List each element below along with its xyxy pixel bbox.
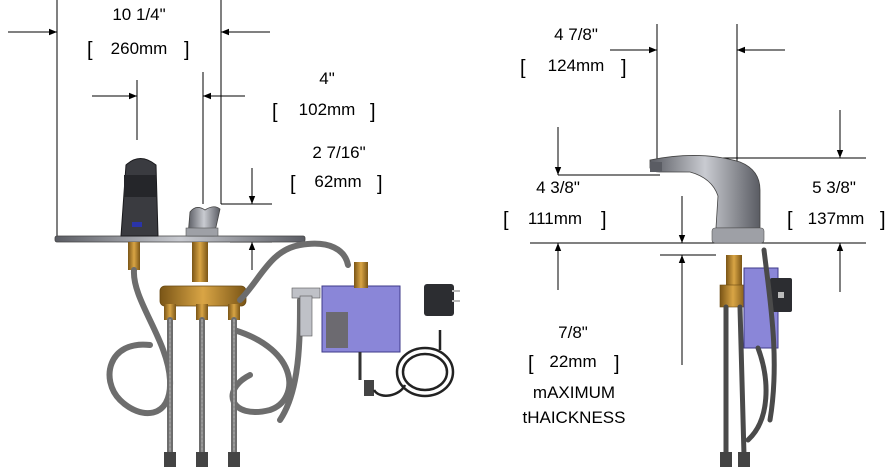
bracket-left: [	[520, 57, 526, 79]
hose-fitting	[164, 452, 176, 467]
bracket-right: ]	[377, 173, 383, 195]
side-hose-fitting	[720, 452, 732, 467]
handle-base	[185, 227, 219, 237]
spout-spacing-imperial: 4"	[319, 69, 335, 88]
side-view: 4 7/8" [ 124mm ] 4 3/8" [ 111mm ] 5 3/8"…	[503, 24, 886, 467]
cable-coil	[395, 346, 455, 398]
overall-width-imperial: 10 1/4"	[112, 5, 165, 24]
spout-height-imperial: 4 3/8"	[536, 178, 580, 197]
hose-fitting	[196, 452, 208, 467]
bracket-right: ]	[880, 209, 886, 231]
sensor-led	[132, 222, 142, 227]
side-hoses	[723, 247, 777, 458]
side-shank	[726, 255, 742, 285]
side-aerator	[650, 162, 662, 172]
overall-height-imperial: 5 3/8"	[812, 178, 856, 197]
power-adapter	[424, 284, 454, 316]
inlet-fitting	[354, 262, 368, 288]
supply-hoses	[106, 240, 351, 458]
bracket-right: ]	[370, 101, 376, 123]
bracket-left: [	[503, 209, 509, 231]
adapter-prong	[452, 300, 460, 302]
bracket-left: [	[290, 173, 296, 195]
side-manifold	[719, 284, 747, 308]
control-height-imperial: 2 7/16"	[312, 143, 365, 162]
cable-connector	[364, 380, 374, 396]
bracket-right: ]	[614, 353, 620, 375]
faucet-shank	[128, 242, 140, 270]
bracket-left: [	[787, 209, 793, 231]
manifold-outlet-center	[196, 304, 208, 320]
tee-stem	[299, 295, 313, 337]
control-height-metric: 62mm	[314, 172, 361, 191]
deck-thickness-note-1: mAXIMUM	[533, 383, 615, 402]
bracket-right: ]	[621, 57, 627, 79]
solenoid-valve	[326, 312, 348, 348]
side-base	[711, 227, 765, 244]
deck-plate	[54, 235, 306, 243]
sensor-window	[124, 175, 156, 197]
spout-spacing-metric: 102mm	[299, 100, 356, 119]
manifold-outlet-right	[228, 304, 240, 320]
side-hose-fitting	[738, 452, 750, 467]
side-spout	[649, 155, 761, 229]
front-view: 10 1/4" [ 260mm ] 4" [ 102mm ] 2 7/16" […	[8, 0, 460, 467]
deck-thickness-metric: 22mm	[549, 352, 596, 371]
bracket-left: [	[87, 39, 93, 61]
bracket-left: [	[272, 101, 278, 123]
bracket-right: ]	[601, 209, 607, 231]
valve-shank	[192, 242, 208, 282]
spout-height-metric: 111mm	[528, 209, 582, 228]
deck-thickness-note-2: tHAICKNESS	[523, 408, 626, 427]
hose-fitting	[228, 452, 240, 467]
deck-thickness-imperial: 7/8"	[558, 323, 588, 342]
spout-reach-imperial: 4 7/8"	[554, 25, 598, 44]
bracket-right: ]	[184, 39, 190, 61]
overall-height-metric: 137mm	[808, 209, 865, 228]
adapter-prong	[452, 290, 460, 292]
spout-reach-metric: 124mm	[548, 56, 605, 75]
brass-manifold	[159, 285, 247, 307]
manifold-outlet-left	[164, 304, 176, 320]
bracket-left: [	[528, 353, 534, 375]
overall-width-metric: 260mm	[111, 39, 168, 58]
